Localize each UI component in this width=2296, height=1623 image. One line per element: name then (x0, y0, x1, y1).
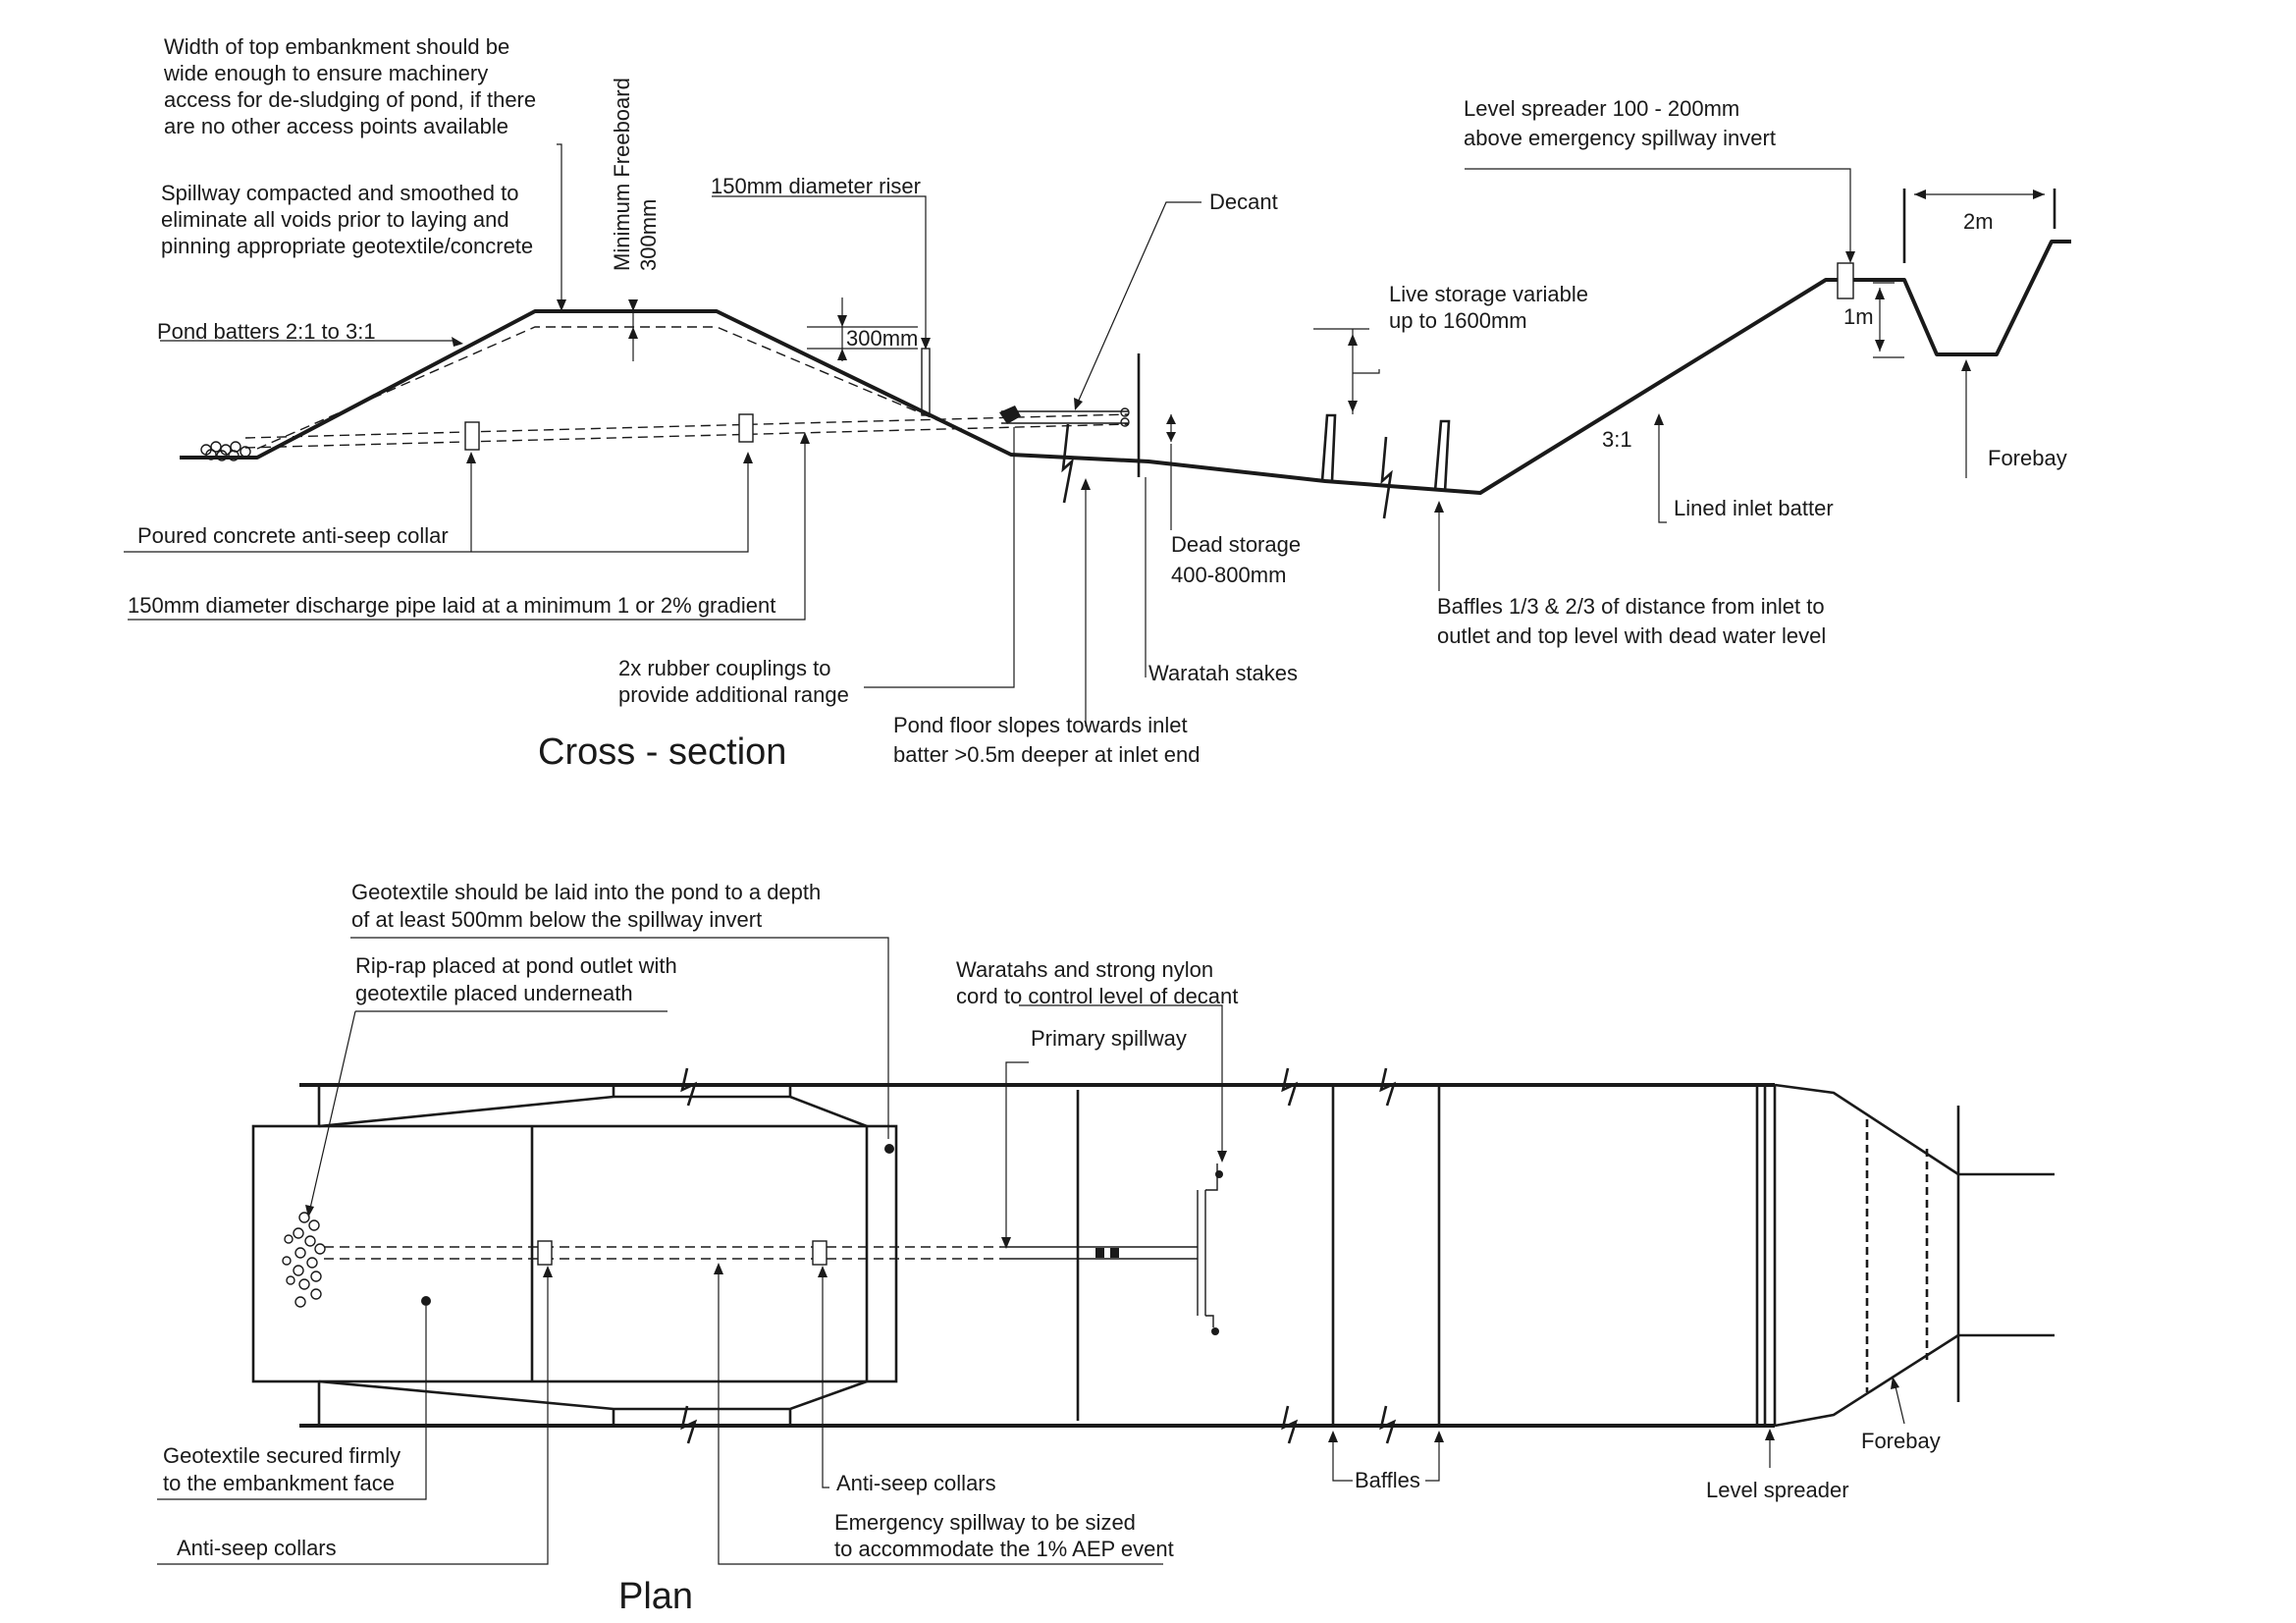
level-spreader-box (1837, 262, 1854, 299)
label-discharge-pipe: 150mm diameter discharge pipe laid at a … (128, 593, 775, 618)
label-anti-seep-mid: Anti-seep collars (836, 1471, 996, 1495)
discharge-pipe-top (244, 413, 1130, 439)
label-emergency-spillway: Emergency spillway to be sized to accomm… (834, 1510, 1174, 1561)
plan-text: Geotextile should be laid into the pond … (163, 880, 1941, 1617)
label-riser: 150mm diameter riser (711, 174, 921, 198)
cross-section-text: Width of top embankment should be wide e… (128, 34, 2067, 773)
label-riser-dim: 300mm (846, 326, 918, 351)
plan-rip-rap (282, 1212, 326, 1308)
label-decant: Decant (1209, 189, 1278, 214)
cross-section-drawing (180, 189, 2071, 519)
label-waratahs-cord: Waratahs and strong nylon cord to contro… (956, 957, 1238, 1008)
break-mark-2 (1380, 436, 1393, 519)
label-waratah-stakes: Waratah stakes (1148, 661, 1298, 685)
label-geotextile-secured: Geotextile secured firmly to the embankm… (163, 1443, 406, 1495)
label-forebay-section: Forebay (1988, 446, 2067, 470)
label-plan-baffles: Baffles (1355, 1468, 1420, 1492)
label-forebay-width: 2m (1963, 209, 1994, 234)
label-floor-slope: Pond floor slopes towards inlet batter >… (893, 713, 1201, 767)
forebay-outline (1853, 240, 2071, 356)
decant-float (999, 406, 1021, 424)
plan-title: Plan (618, 1576, 693, 1617)
plan-collar-1 (537, 1240, 553, 1266)
label-inlet-slope: 3:1 (1602, 427, 1632, 452)
label-plan-forebay: Forebay (1861, 1429, 1941, 1453)
plan-drawing (251, 1067, 2055, 1444)
baffle-1 (1320, 413, 1337, 482)
embankment-outline (180, 278, 1845, 495)
embankment-box (251, 1124, 898, 1383)
label-pond-batters: Pond batters 2:1 to 3:1 (157, 319, 376, 344)
label-lined-batter: Lined inlet batter (1674, 496, 1834, 520)
label-anti-seep-collar: Poured concrete anti-seep collar (137, 523, 449, 548)
label-live-storage: Live storage variable up to 1600mm (1389, 282, 1594, 333)
cross-section-title: Cross - section (538, 731, 786, 773)
label-anti-seep-left: Anti-seep collars (177, 1536, 337, 1560)
break-mark-1 (1061, 423, 1074, 504)
label-spillway-compacted: Spillway compacted and smoothed to elimi… (161, 181, 533, 258)
label-plan-level-spreader: Level spreader (1706, 1478, 1849, 1502)
label-dead-storage: Dead storage 400-800mm (1171, 532, 1307, 587)
geotextile-line (256, 326, 943, 450)
label-couplings: 2x rubber couplings to provide additiona… (618, 656, 849, 707)
label-baffles-note: Baffles 1/3 & 2/3 of distance from inlet… (1437, 594, 1831, 648)
anti-seep-collar-1 (464, 421, 480, 451)
inlet-taper (1774, 1083, 1959, 1428)
label-freeboard: Minimum Freeboard 300mm (610, 72, 661, 271)
anti-seep-collar-2 (738, 413, 754, 443)
rip-rap-stones (200, 441, 251, 461)
baffle-2 (1433, 419, 1451, 493)
cross-section-leaders (124, 143, 1971, 727)
label-forebay-depth: 1m (1843, 304, 1874, 329)
label-primary-spillway: Primary spillway (1031, 1026, 1187, 1051)
discharge-pipe-bottom (244, 423, 1130, 449)
plan-leaders (157, 937, 1905, 1565)
label-geotextile-depth: Geotextile should be laid into the pond … (351, 880, 827, 932)
label-embankment-width: Width of top embankment should be wide e… (163, 34, 542, 138)
label-level-spreader-note: Level spreader 100 - 200mm above emergen… (1464, 96, 1776, 150)
plan-collar-2 (812, 1240, 828, 1266)
riser (921, 348, 931, 416)
label-rip-rap: Rip-rap placed at pond outlet with geote… (355, 953, 683, 1005)
